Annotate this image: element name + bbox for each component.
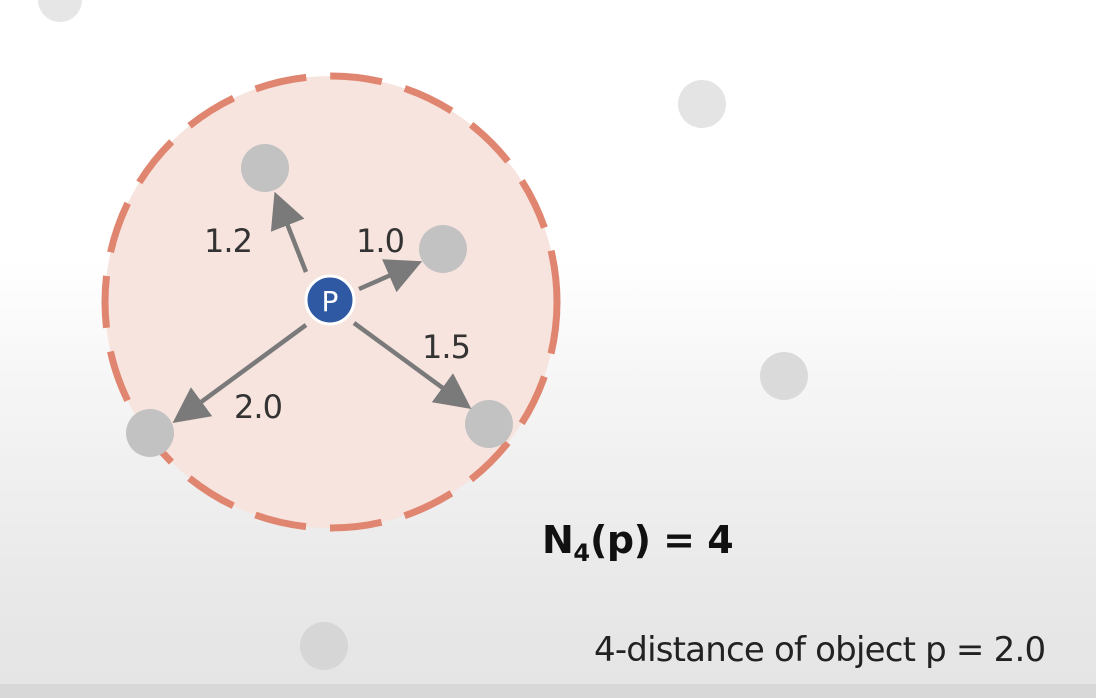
formula-subscript: 4 — [573, 539, 591, 567]
distance-label-upper-left: 1.2 — [204, 222, 252, 260]
center-point-label: P — [322, 285, 339, 318]
arrow-to-lower-right — [352, 321, 472, 409]
formula-suffix: (p) = 4 — [590, 518, 734, 562]
bottom-strip — [0, 684, 1096, 698]
background-point — [38, 0, 82, 22]
neighbor-point-right — [419, 225, 467, 273]
arrow-to-lower-left — [172, 323, 308, 423]
distance-label-lower-right: 1.5 — [422, 328, 470, 366]
center-point-p — [304, 274, 356, 326]
neighborhood-count-formula: N4(p) = 4 — [542, 518, 734, 567]
neighbor-point-lower-left — [126, 409, 174, 457]
neighbor-point-lower-right — [465, 400, 513, 448]
k-distance-text: 4-distance of object p = 2.0 — [594, 630, 1046, 670]
neighbor-point-upper-left — [241, 144, 289, 192]
arrow-to-upper-left — [270, 191, 309, 273]
distance-label-right: 1.0 — [356, 222, 404, 260]
formula-prefix: N — [542, 518, 574, 562]
background-point — [678, 80, 726, 128]
arrow-to-right — [358, 259, 423, 293]
distance-label-lower-left: 2.0 — [234, 388, 282, 426]
background-point — [300, 622, 348, 670]
background-point — [760, 352, 808, 400]
